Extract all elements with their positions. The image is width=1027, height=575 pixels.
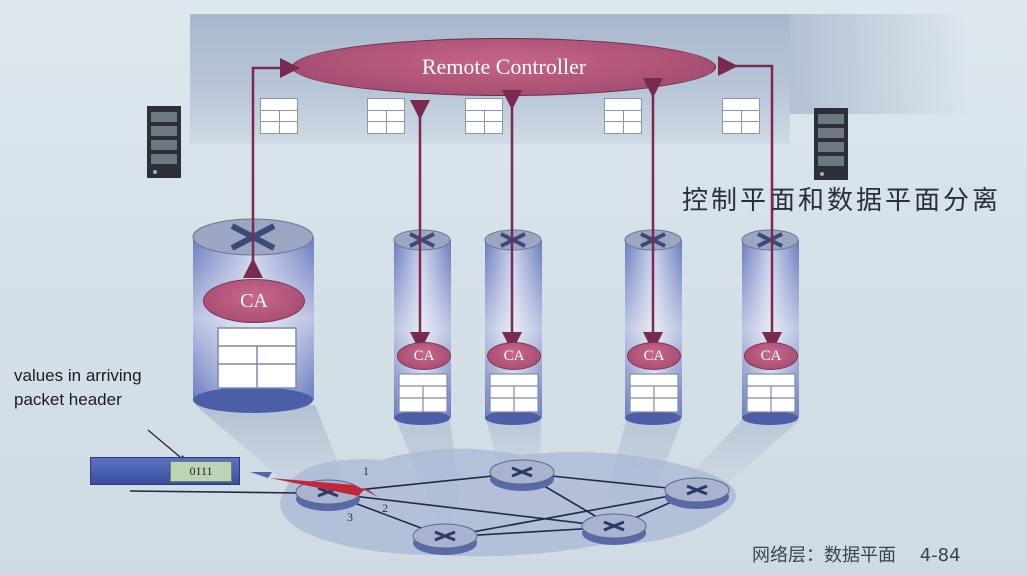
flow-table xyxy=(398,373,796,413)
network-router xyxy=(581,513,647,545)
ca-agent: CA xyxy=(744,342,798,370)
packet-header-annotation: values in arriving packet header xyxy=(14,364,142,412)
annotation-line-1: values in arriving xyxy=(14,366,142,385)
network-router xyxy=(664,477,730,509)
network-router xyxy=(489,459,555,491)
flow-table-icon xyxy=(465,98,503,134)
packet-pointer xyxy=(250,472,272,478)
flow-table-icon xyxy=(367,98,405,134)
ca-agent: CA xyxy=(487,342,541,370)
annotation-arrow xyxy=(147,429,187,463)
port-label-2: 2 xyxy=(382,501,388,515)
port-label-3: 3 xyxy=(347,510,353,524)
footer-text: 网络层：数据平面 xyxy=(752,545,896,566)
ca-label: CA xyxy=(643,347,665,364)
ca-label: CA xyxy=(760,347,782,364)
network-router xyxy=(412,523,478,555)
annotation-line-2: packet header xyxy=(14,390,122,409)
packet-header-field: 0111 xyxy=(170,461,232,482)
remote-controller-label: Remote Controller xyxy=(421,54,587,79)
control-arrows xyxy=(243,56,782,352)
slide-footer: 网络层：数据平面 4-84 xyxy=(752,541,961,567)
ca-label: CA xyxy=(240,289,268,312)
port-label-1: 1 xyxy=(363,464,369,478)
projection-beam xyxy=(680,420,800,490)
control-plane-shade xyxy=(790,14,970,114)
page-number: 4-84 xyxy=(919,545,961,566)
ca-agent-large: CA xyxy=(203,279,305,323)
forward-arrow xyxy=(270,478,378,497)
server-icon xyxy=(814,108,848,180)
ca-label: CA xyxy=(503,347,525,364)
flow-table xyxy=(217,327,297,389)
flow-table-icon xyxy=(604,98,642,134)
ca-agent: CA xyxy=(397,342,451,370)
ca-label: CA xyxy=(413,347,435,364)
ca-agent: CA xyxy=(627,342,681,370)
server-icon xyxy=(147,106,181,178)
